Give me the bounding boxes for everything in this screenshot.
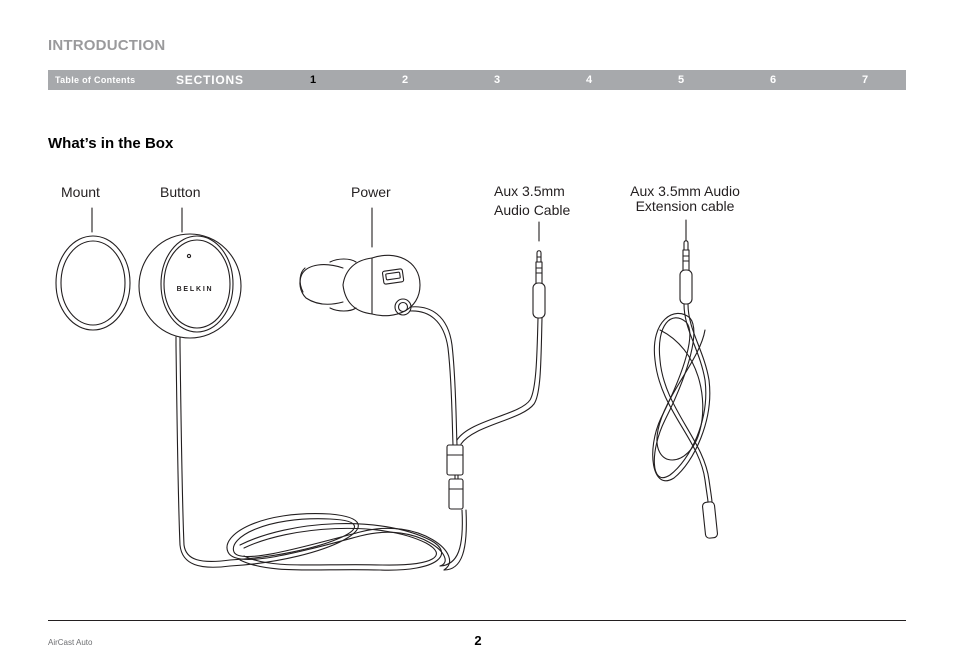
label-button: Button [160, 184, 201, 200]
aux-cable-illustration [532, 250, 546, 319]
footer-page-number: 2 [474, 633, 482, 648]
nav-section-4[interactable]: 4 [585, 74, 593, 86]
footer-divider [48, 620, 906, 621]
nav-section-2[interactable]: 2 [401, 74, 409, 86]
nav-section-6[interactable]: 6 [769, 74, 777, 86]
nav-section-5[interactable]: 5 [677, 74, 685, 86]
label-power: Power [351, 184, 391, 200]
nav-section-1[interactable]: 1 [309, 74, 317, 86]
whats-in-the-box-heading: What’s in the Box [48, 135, 174, 152]
nav-section-3[interactable]: 3 [493, 74, 501, 86]
sections-label: SECTIONS [176, 73, 244, 87]
extension-cable-illustration [652, 240, 719, 539]
y-splitter-illustration [446, 317, 543, 510]
label-mount: Mount [61, 184, 100, 200]
section-nav-bar: Table of Contents SECTIONS 1 2 3 4 5 6 7 [48, 70, 906, 90]
label-extension-cable: Aux 3.5mm Audio Extension cable [624, 184, 746, 214]
label-aux-cable-line2: Audio Cable [494, 202, 571, 218]
coiled-cord-illustration [226, 509, 467, 571]
button-brand-text: BELKIN [177, 286, 214, 293]
nav-section-7[interactable]: 7 [861, 74, 869, 86]
power-charger-illustration [299, 254, 458, 446]
leader-lines [91, 207, 687, 248]
mount-illustration [55, 235, 131, 331]
label-aux-cable: Aux 3.5mm Audio Cable [494, 184, 570, 218]
section-title: INTRODUCTION [48, 37, 166, 54]
table-of-contents-link[interactable]: Table of Contents [55, 75, 136, 85]
label-extension-cable-line1: Aux 3.5mm Audio [630, 183, 740, 199]
footer-product-name: AirCast Auto [48, 638, 93, 647]
label-aux-cable-line1: Aux 3.5mm [494, 183, 565, 199]
label-extension-cable-line2: Extension cable [635, 198, 735, 214]
button-illustration: BELKIN [138, 233, 242, 568]
